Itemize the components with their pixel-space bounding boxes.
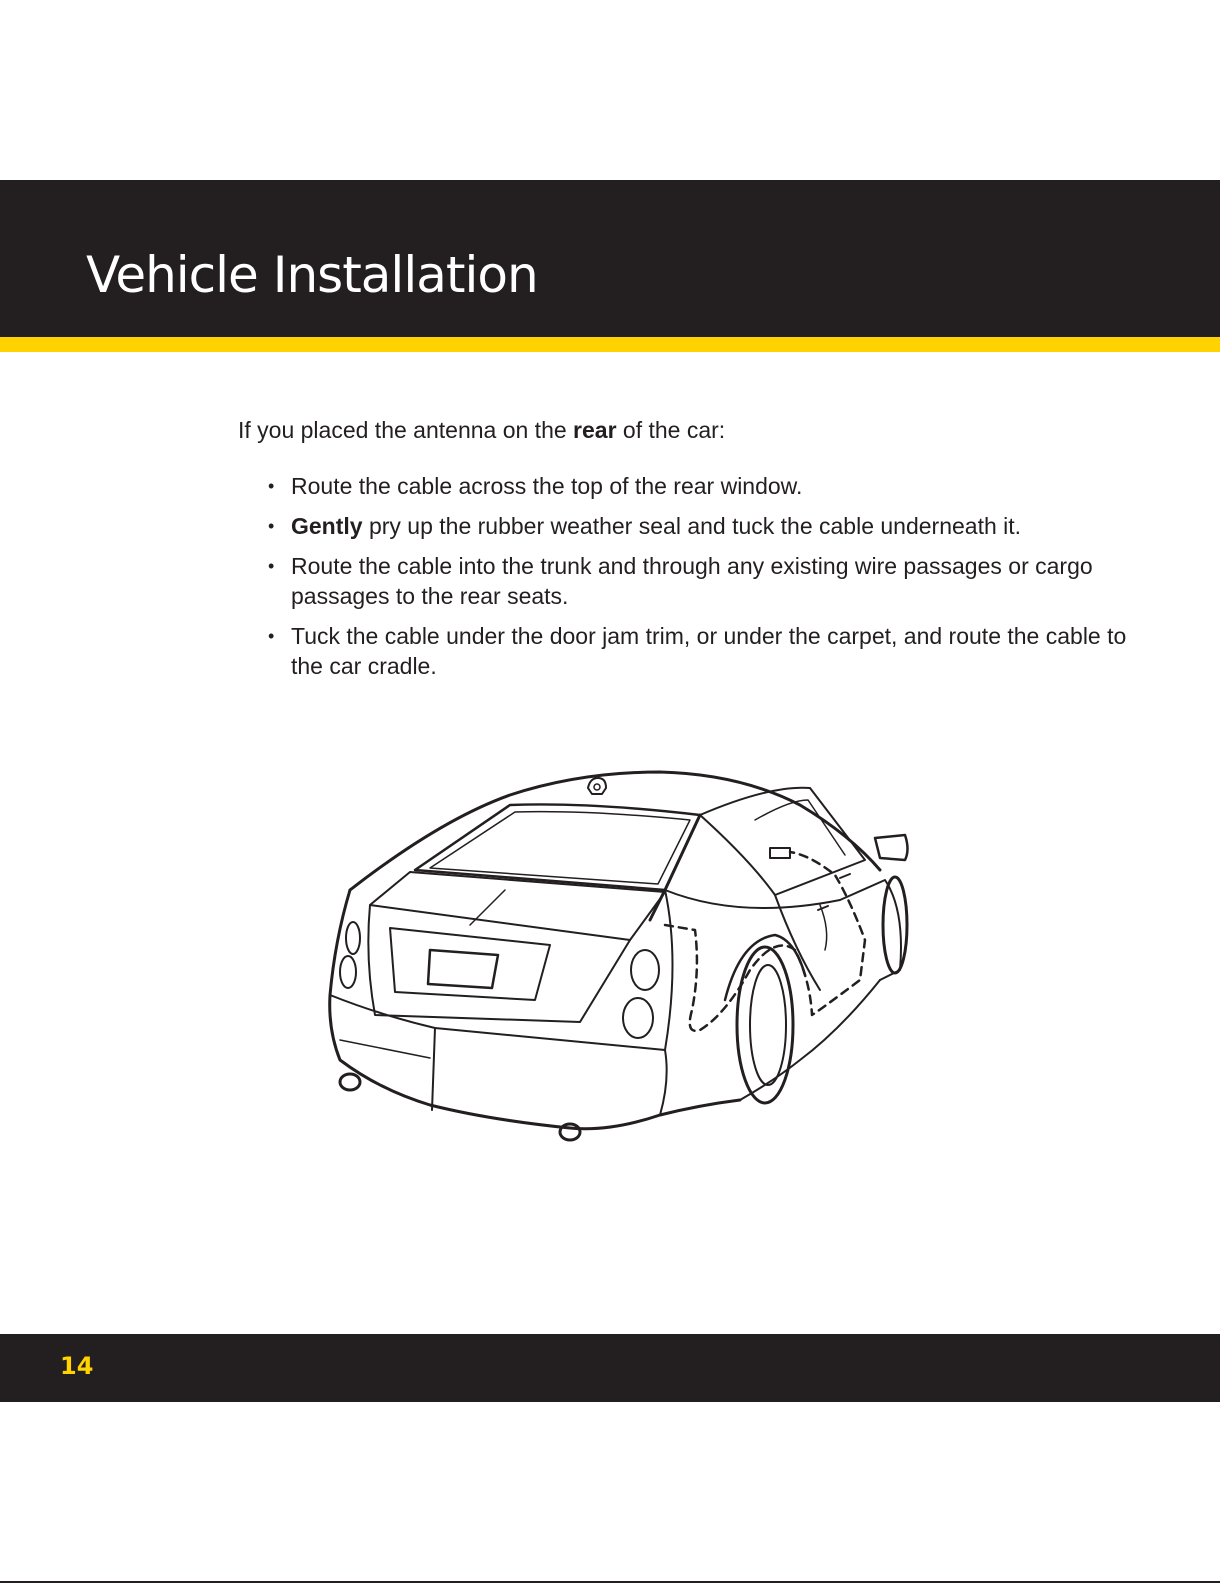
list-item-body: Route the cable across the top of the re… <box>291 473 803 499</box>
list-item: • Route the cable across the top of the … <box>268 471 1138 501</box>
list-item-body: Route the cable into the trunk and throu… <box>291 553 1093 609</box>
instructions: If you placed the antenna on the rear of… <box>238 415 1138 691</box>
list-item-body: Tuck the cable under the door jam trim, … <box>291 623 1127 679</box>
bullet-icon: • <box>268 556 275 576</box>
list-item-strong: Gently <box>291 513 363 539</box>
list-item-text: Tuck the cable under the door jam trim, … <box>291 621 1138 681</box>
car-rear-antenna-illustration-icon <box>328 770 909 1142</box>
list-item: • Gently pry up the rubber weather seal … <box>268 511 1138 541</box>
bullet-list: • Route the cable across the top of the … <box>238 471 1138 681</box>
header-accent-stripe <box>0 337 1220 352</box>
intro-suffix: of the car: <box>616 417 726 443</box>
list-item: • Tuck the cable under the door jam trim… <box>268 621 1138 681</box>
header-band <box>0 180 1220 337</box>
list-item-text: Route the cable across the top of the re… <box>291 471 1138 501</box>
list-item-text: Route the cable into the trunk and throu… <box>291 551 1138 611</box>
intro-emphasis: rear <box>573 417 617 443</box>
footer-band <box>0 1334 1220 1402</box>
intro-paragraph: If you placed the antenna on the rear of… <box>238 415 1138 445</box>
list-item-body: pry up the rubber weather seal and tuck … <box>362 513 1022 539</box>
bottom-rule <box>0 1581 1220 1583</box>
bullet-icon: • <box>268 476 275 496</box>
list-item: • Route the cable into the trunk and thr… <box>268 551 1138 611</box>
bullet-icon: • <box>268 516 275 536</box>
intro-prefix: If you placed the antenna on the <box>238 417 574 443</box>
page-title: Vehicle Installation <box>86 246 539 304</box>
list-item-text: Gently pry up the rubber weather seal an… <box>291 511 1138 541</box>
bullet-icon: • <box>268 626 275 646</box>
page-number: 14 <box>60 1352 94 1380</box>
